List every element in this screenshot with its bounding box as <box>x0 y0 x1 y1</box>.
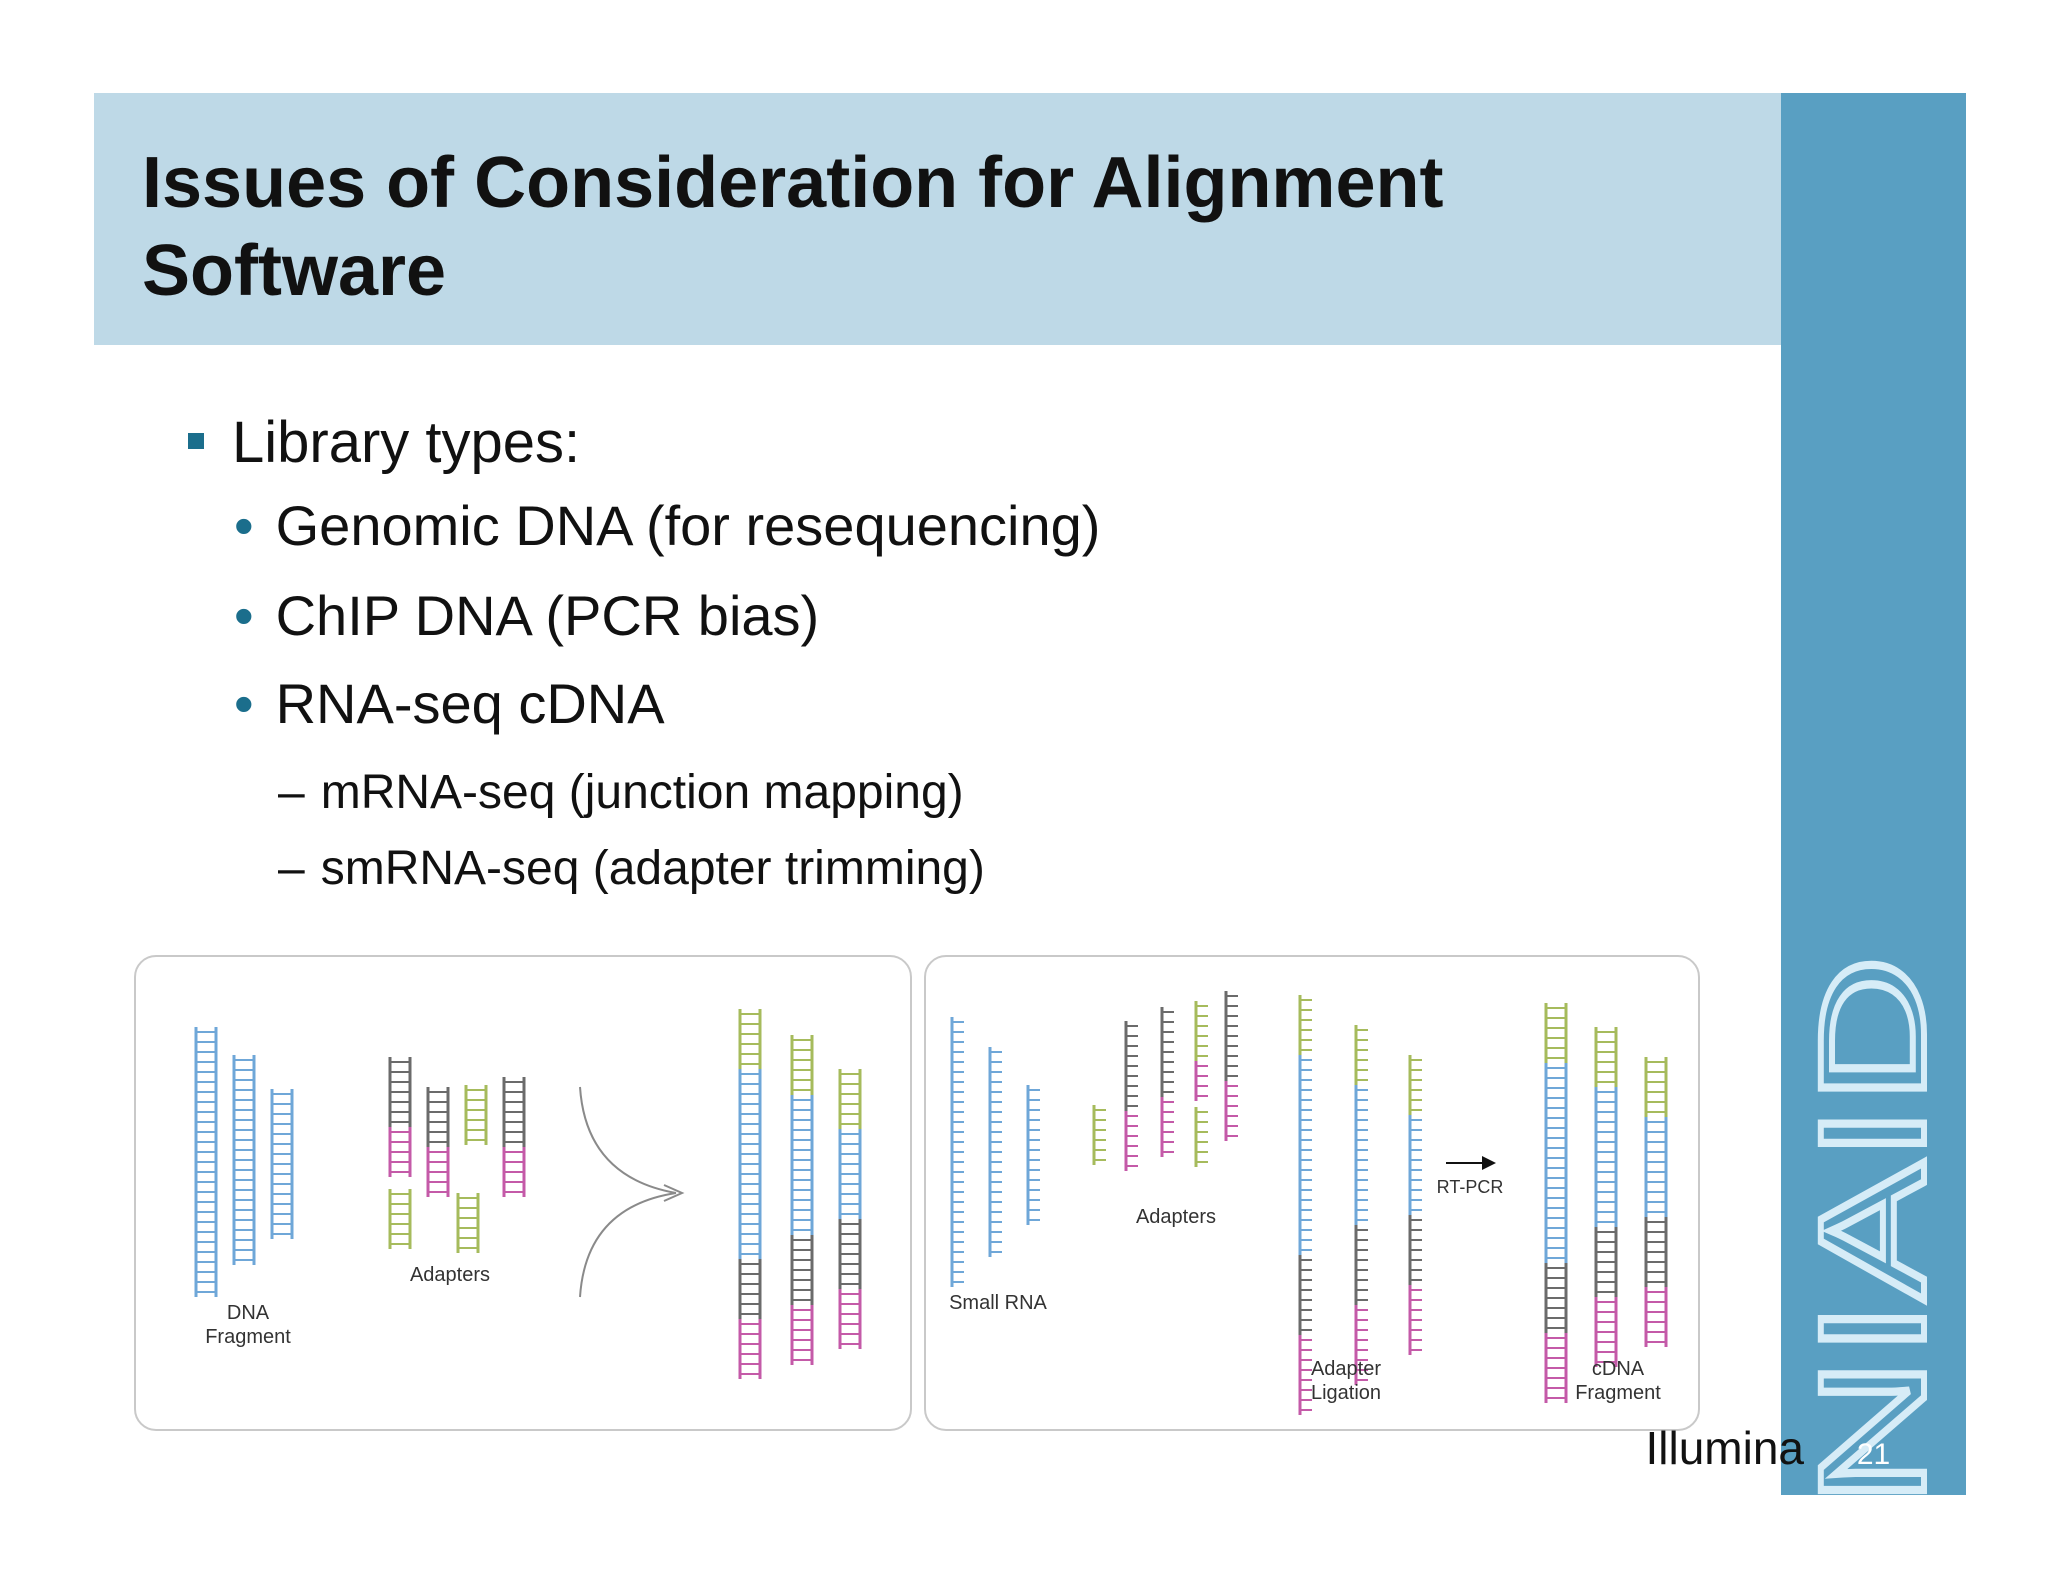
rna-strand <box>1298 995 1312 1415</box>
dna-strand <box>790 1035 814 1365</box>
bullet-main: Library types: <box>188 409 580 476</box>
bullet-subitem: –mRNA-seq (junction mapping) <box>234 765 964 820</box>
rna-strand <box>988 1047 1002 1257</box>
dna-strand <box>388 1057 412 1177</box>
rna-strand <box>1160 1007 1174 1157</box>
dna-strand <box>738 1009 762 1379</box>
merge-curve-bottom <box>579 1192 677 1298</box>
slide-title: Issues of Consideration for Alignment So… <box>142 143 1444 311</box>
bullet-subitem-text: mRNA-seq (junction mapping) <box>320 766 964 819</box>
bullet-subitem-text: smRNA-seq (adapter trimming) <box>320 842 985 895</box>
rna-strand <box>1354 1025 1368 1385</box>
dna-strand <box>270 1089 294 1239</box>
rna-strand <box>1124 1021 1138 1171</box>
rna-strand <box>1194 1107 1208 1167</box>
dot-bullet-icon: • <box>234 672 254 735</box>
dot-bullet-icon: • <box>234 584 254 647</box>
small-rna-library-diagram: RT-PCR Small RNA Adapters Adapter Ligati… <box>949 991 1668 1415</box>
bullet-item-text: Genomic DNA (for resequencing) <box>275 494 1101 557</box>
rna-strand <box>950 1017 964 1287</box>
dash-bullet-icon: – <box>278 842 305 895</box>
niaid-logo-text: NIAID <box>1804 955 1944 1507</box>
merge-arrow-icon <box>663 1184 685 1202</box>
rna-strand <box>1092 1105 1106 1165</box>
slide: Issues of Consideration for Alignment So… <box>94 93 1966 1507</box>
title-band: Issues of Consideration for Alignment So… <box>94 93 1781 345</box>
rtpcr-label: RT-PCR <box>1437 1177 1504 1197</box>
dna-strand <box>456 1193 480 1253</box>
dna-strand <box>502 1077 526 1197</box>
adapters-label-left: Adapters <box>410 1264 490 1286</box>
dna-strand <box>194 1027 218 1297</box>
brand-sidebar <box>1781 93 1966 1495</box>
dna-strand <box>388 1189 412 1249</box>
dna-strand <box>464 1085 488 1145</box>
dna-strand <box>426 1087 450 1197</box>
adapters-label-right: Adapters <box>1136 1206 1216 1228</box>
page-number: 21 <box>1856 1438 1891 1471</box>
ligation-label-1: Adapter <box>1311 1358 1381 1380</box>
bullet-subitem: –smRNA-seq (adapter trimming) <box>234 841 985 896</box>
bullet-item-text: RNA-seq cDNA <box>275 672 665 735</box>
dna-strand <box>1644 1057 1668 1347</box>
right-strands <box>950 991 1668 1415</box>
dna-strand <box>1594 1027 1618 1367</box>
cdna-label-2: Fragment <box>1575 1382 1661 1404</box>
merge-curve-top <box>579 1086 677 1194</box>
ligation-label-2: Ligation <box>1311 1382 1381 1404</box>
square-bullet-icon <box>188 432 204 449</box>
dna-strand <box>232 1055 256 1265</box>
bullet-item-text: ChIP DNA (PCR bias) <box>275 584 820 647</box>
small-rna-library-figure: RT-PCR Small RNA Adapters Adapter Ligati… <box>924 955 1700 1431</box>
rna-strand <box>1408 1055 1422 1355</box>
dna-label-2: Fragment <box>205 1326 291 1348</box>
dna-library-figure: DNA Fragment Adapters <box>134 955 912 1431</box>
rna-strand <box>1224 991 1238 1141</box>
cdna-label-1: cDNA <box>1592 1358 1645 1380</box>
dash-bullet-icon: – <box>278 766 305 819</box>
bullet-main-text: Library types: <box>232 410 581 475</box>
bullet-item: • ChIP DNA (PCR bias) <box>234 583 819 648</box>
rna-strand <box>1194 1001 1208 1101</box>
rna-strand <box>1026 1085 1040 1225</box>
image-credit: Illumina <box>1645 1422 1804 1474</box>
bullet-item: • RNA-seq cDNA <box>234 671 665 736</box>
niaid-logo: NIAID <box>1804 955 1944 1507</box>
rtpcr-arrow-icon <box>1482 1156 1496 1170</box>
small-rna-label: Small RNA <box>949 1292 1047 1314</box>
dot-bullet-icon: • <box>234 494 254 557</box>
dna-strand <box>1544 1003 1568 1403</box>
dna-label-1: DNA <box>227 1302 270 1324</box>
bullet-item: • Genomic DNA (for resequencing) <box>234 493 1100 558</box>
left-strands <box>194 1009 862 1379</box>
dna-strand <box>838 1069 862 1349</box>
dna-library-diagram: DNA Fragment Adapters <box>194 1009 862 1379</box>
